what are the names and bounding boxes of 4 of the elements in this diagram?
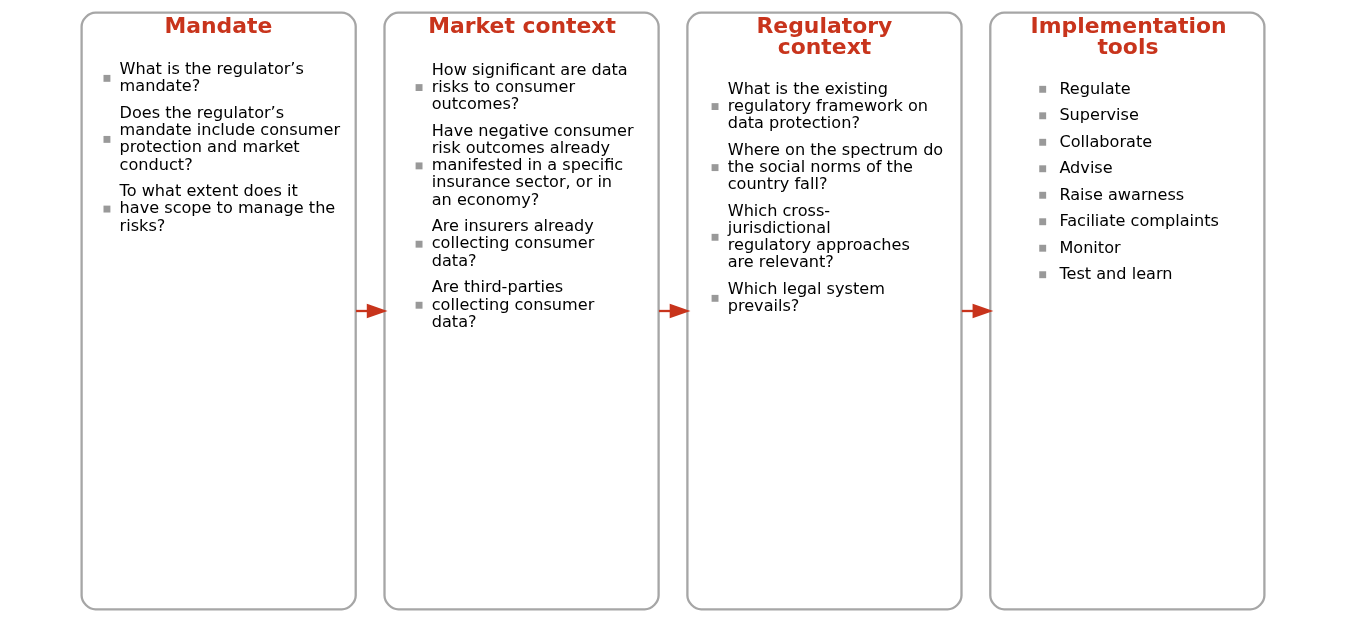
node-box: Mandate What is the regulator’s mandate? Does the regulator’s mandate include consumer protection and market conduct? To what extent does it have scope to manage the risks?: [80, 11, 357, 611]
node-box: Regulatory context What is the existing regulatory framework on data protection? Where on the spectrum do the social norms of the country fall? Which cross-jurisdictional regulatory approaches are relevant? Which legal system prevails?: [686, 11, 963, 611]
node-box: Market context How significant are data risks to consumer outcomes? Have negative consumer risk outcomes already manifested in a specific insurance sector, or in an economy? Are insurers already collecting consumer data? Are third-parties collecting consumer data?: [383, 11, 660, 611]
node-box: Implementation tools Regulate Supervise Collaborate Advise Raise awarness Faciliate complaints Monitor Test and learn: [989, 11, 1266, 611]
